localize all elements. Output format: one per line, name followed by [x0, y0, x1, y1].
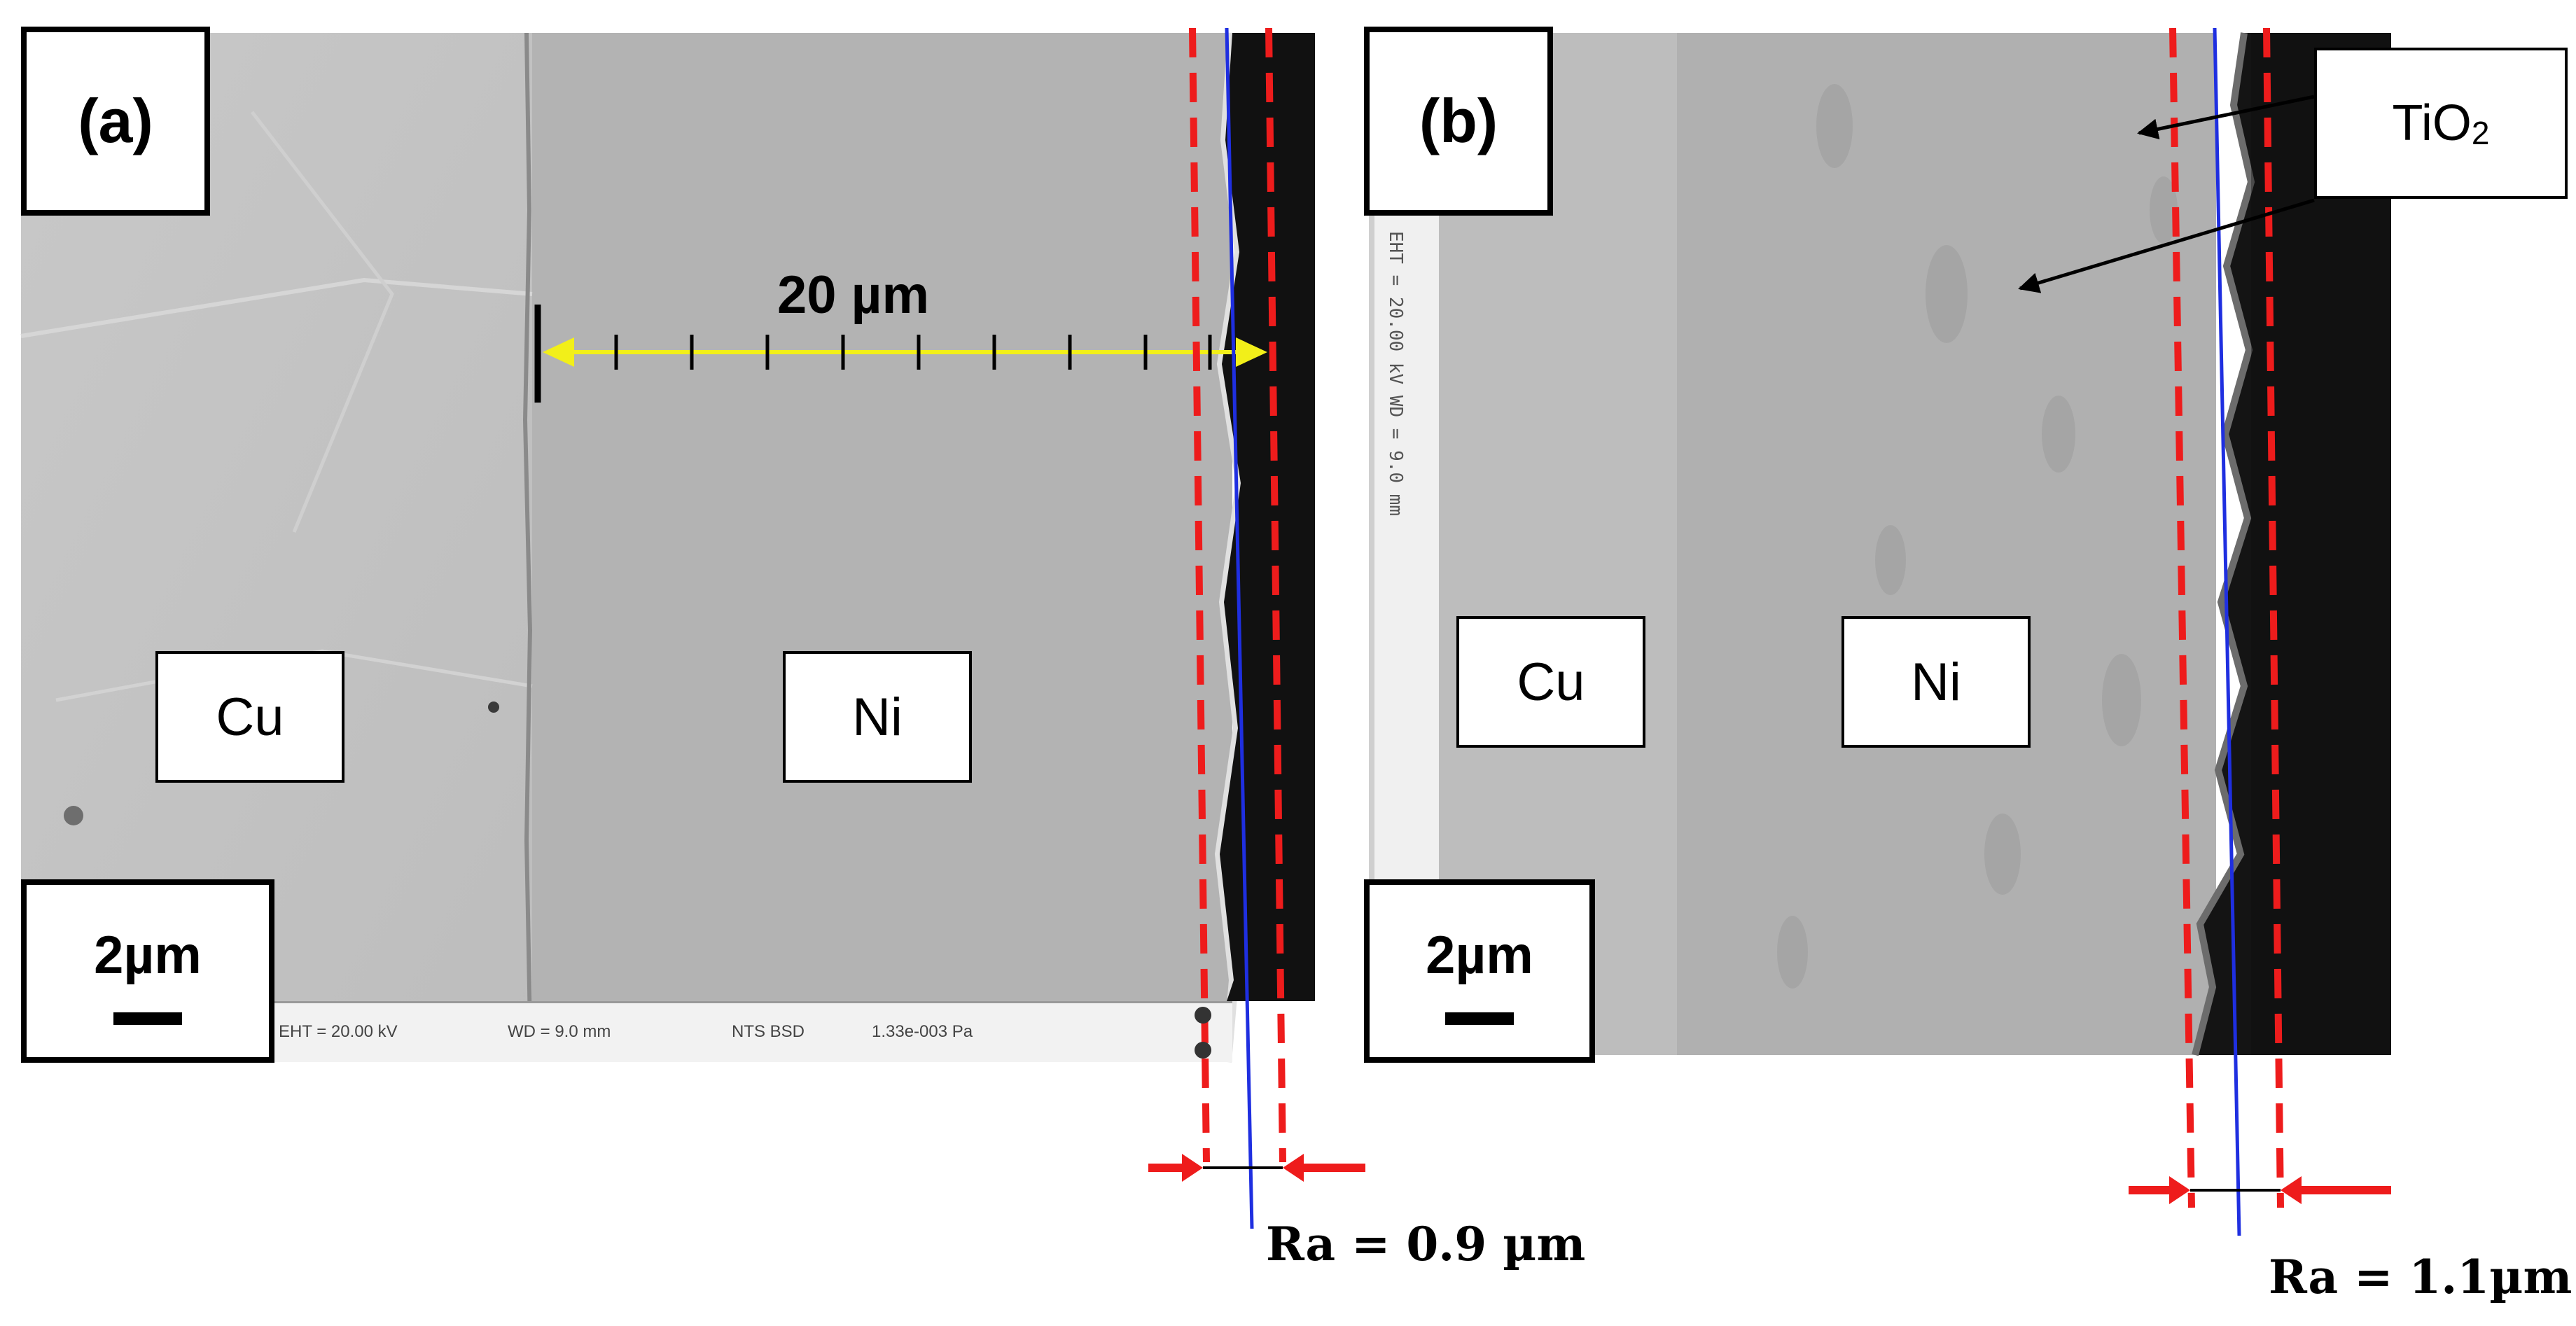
panel-a-info-detector: NTS BSD — [732, 1022, 805, 1041]
panel-b-scale-bar — [1445, 1012, 1514, 1025]
panel-a-micrograph — [20, 32, 1336, 1063]
panel-a-info-pressure: 1.33e-003 Pa — [872, 1022, 973, 1041]
panel-a-scale-label: 2µm — [94, 925, 202, 985]
panel-b-scale-box: 2µm — [1364, 879, 1595, 1063]
panel-a-label: (a) — [21, 27, 210, 216]
panel-a-info-eht: EHT = 20.00 kV — [279, 1022, 398, 1041]
panel-b-coating — [2195, 33, 2391, 1055]
panel-a-ni-region — [532, 33, 1232, 1062]
tio2-callout-arrows — [2018, 95, 2315, 293]
panel-b-roughness-arrows — [2129, 1176, 2391, 1204]
panel-a-cu-label: Cu — [155, 651, 344, 783]
panel-b-label: (b) — [1364, 27, 1553, 216]
panel-b-ni-region — [1677, 33, 2216, 1055]
panel-b-cu-label: Cu — [1456, 616, 1645, 748]
panel-a-roughness-bounds — [1189, 27, 1286, 1229]
panel-a-roughness-arrows — [1148, 1154, 1365, 1182]
panel-a-scale-box: 2µm — [21, 879, 274, 1063]
svg-text:EHT = 20.00 kV WD = 9.0 mm: EHT = 20.00 kV WD = 9.0 mm — [1385, 231, 1406, 516]
panel-a-mean-line — [1225, 27, 1254, 1229]
panel-b-roughness-label: Ra = 1.1µm — [2269, 1250, 2572, 1304]
panel-a-cu-ni-interface — [522, 32, 533, 1063]
panel-b-ni-label: Ni — [1842, 616, 2031, 748]
panel-a-ni-label: Ni — [783, 651, 972, 783]
panel-a-measurement-label: 20 µm — [777, 265, 930, 325]
panel-a-scale-bar — [113, 1012, 182, 1025]
tio2-callout-text: TiO — [2392, 95, 2472, 151]
tio2-callout-subscript: 2 — [2471, 115, 2490, 151]
panel-a-measurement-arrow — [534, 305, 1267, 403]
panel-b-scale-label: 2µm — [1426, 925, 1533, 985]
panel-a-roughness-label: Ra = 0.9 µm — [1266, 1217, 1586, 1271]
panel-a-info-wd: WD = 9.0 mm — [508, 1022, 611, 1041]
